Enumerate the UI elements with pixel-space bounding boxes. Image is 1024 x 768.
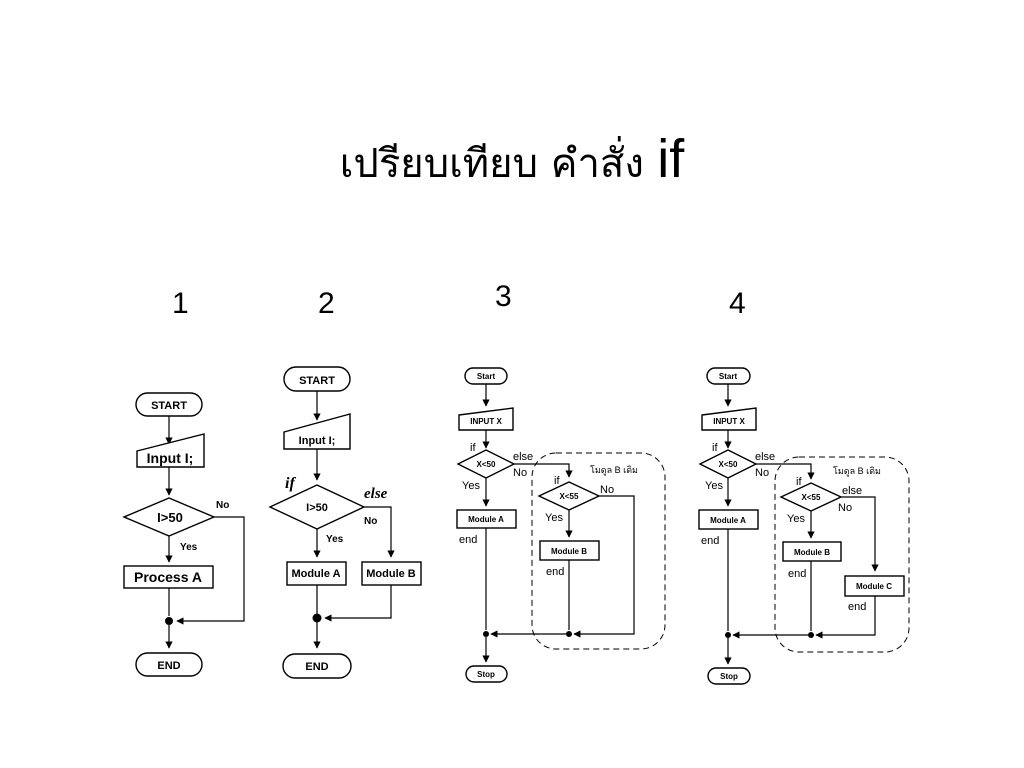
f2-end-terminal [282, 653, 352, 679]
f4-no2-path [841, 496, 879, 572]
f4-end-c-label: end [848, 601, 866, 613]
f4-input-shape [701, 407, 757, 431]
f4-if2-label: if [796, 476, 802, 488]
f4-no2-label: No [838, 502, 852, 514]
f2-module-b-text: Module B [366, 568, 416, 580]
f1-input-text: Input I; [147, 450, 194, 466]
f3-stop-text: Stop [477, 670, 495, 679]
slide-title: เปรียบเทียบ คำสั่ง if [0, 132, 1024, 186]
f3-module-b-text: Module B [551, 547, 587, 556]
f2-if-label: if [285, 475, 296, 492]
f3-decision-text: X<50 [477, 460, 496, 469]
f1-join-dot [165, 617, 173, 625]
title-thai: เปรียบเทียบ คำสั่ง [339, 141, 644, 187]
f4-else2-path [815, 596, 876, 639]
f4-join-dot [725, 632, 731, 638]
f3-join-dot [483, 631, 489, 637]
f4-input-text: INPUT X [713, 417, 745, 426]
f1-yes-label: Yes [180, 542, 198, 553]
f4-decision-text: X<50 [719, 460, 738, 469]
f3-join-dot-2 [566, 631, 572, 637]
f2-else-label: else [364, 486, 388, 502]
f4-end-a-label: end [701, 535, 719, 547]
f1-end-terminal [135, 652, 203, 677]
f1-no-label: No [216, 500, 229, 511]
f2-end-text: END [305, 661, 328, 673]
f3-decision-2-text: X<55 [560, 492, 579, 501]
flowchart-2: START Input I; if else I>50 No Yes Modul… [268, 366, 422, 679]
f3-start-text: Start [477, 372, 496, 381]
f4-module-a-text: Module A [710, 516, 746, 525]
f4-start-text: Start [719, 372, 738, 381]
f3-yes2-label: Yes [545, 512, 563, 524]
f4-yes-label: Yes [705, 480, 723, 492]
f4-end-b-label: end [788, 568, 806, 580]
flowchart-1: START Input I; I>50 No Yes Process A END [122, 392, 245, 677]
f3-end-a-label: end [459, 534, 477, 546]
flowchart-4: Start INPUT X if X<50 else No Yes Module… [698, 367, 910, 685]
f1-input-shape [136, 433, 205, 468]
flowchart-3: Start INPUT X if X<50 else No Yes Module… [456, 367, 666, 683]
f3-no2-path [573, 495, 635, 638]
f3-module-b-group [531, 452, 666, 650]
f3-else-label: else [513, 451, 533, 463]
f2-module-a-text: Module A [291, 568, 340, 580]
f4-yes2-label: Yes [787, 513, 805, 525]
f1-start-text: START [151, 400, 187, 412]
f3-group-label: โมดูล B เดิม [590, 465, 638, 476]
f4-else-label: else [755, 451, 775, 463]
diagram-label-4: 4 [729, 287, 746, 320]
f3-no-label: No [513, 467, 527, 479]
f4-join-dot-2 [808, 632, 814, 638]
f3-end-b-label: end [546, 566, 564, 578]
f3-input-text: INPUT X [470, 417, 502, 426]
f4-module-c-text: Module C [856, 582, 892, 591]
diagram-label-1: 1 [172, 287, 189, 320]
f4-no-path [756, 463, 815, 480]
title-keyword: if [657, 129, 685, 189]
f2-else-path [324, 585, 392, 622]
f4-stop-text: Stop [720, 672, 738, 681]
f4-if-label: if [712, 442, 718, 454]
f3-no2-label: No [600, 484, 614, 496]
diagram-label-3: 3 [495, 280, 512, 313]
f2-start-text: START [299, 375, 335, 387]
f3-module-a-text: Module A [468, 515, 504, 524]
f3-if2-label: if [554, 475, 560, 487]
f4-module-b-box [782, 541, 842, 562]
f4-else2-label: else [842, 485, 862, 497]
f2-input-text: Input I; [299, 435, 336, 447]
f4-no-label: No [755, 467, 769, 479]
f1-process-text: Process A [134, 569, 202, 585]
f2-yes-label: Yes [326, 534, 344, 545]
f4-module-b-group [774, 456, 910, 653]
diagram-label-2: 2 [318, 287, 335, 320]
f1-end-text: END [157, 660, 180, 672]
f4-module-b-text: Module B [794, 548, 830, 557]
f2-join-dot [312, 613, 322, 623]
f3-input-shape [458, 407, 514, 431]
f2-decision-text: I>50 [306, 502, 328, 514]
f4-decision-2-text: X<55 [802, 493, 821, 502]
f2-no-label: No [364, 516, 377, 527]
f2-input-shape [283, 413, 351, 450]
f3-stop-terminal [465, 665, 508, 683]
f1-decision-text: I>50 [157, 510, 183, 525]
f2-no-path [364, 506, 395, 558]
f4-group-label: โมดูล B เดิม [833, 466, 881, 477]
f1-no-path [176, 516, 245, 625]
f4-stop-terminal [707, 667, 751, 685]
f3-no-path [514, 463, 573, 478]
f3-if-label: if [470, 442, 476, 454]
f3-yes-label: Yes [462, 480, 480, 492]
